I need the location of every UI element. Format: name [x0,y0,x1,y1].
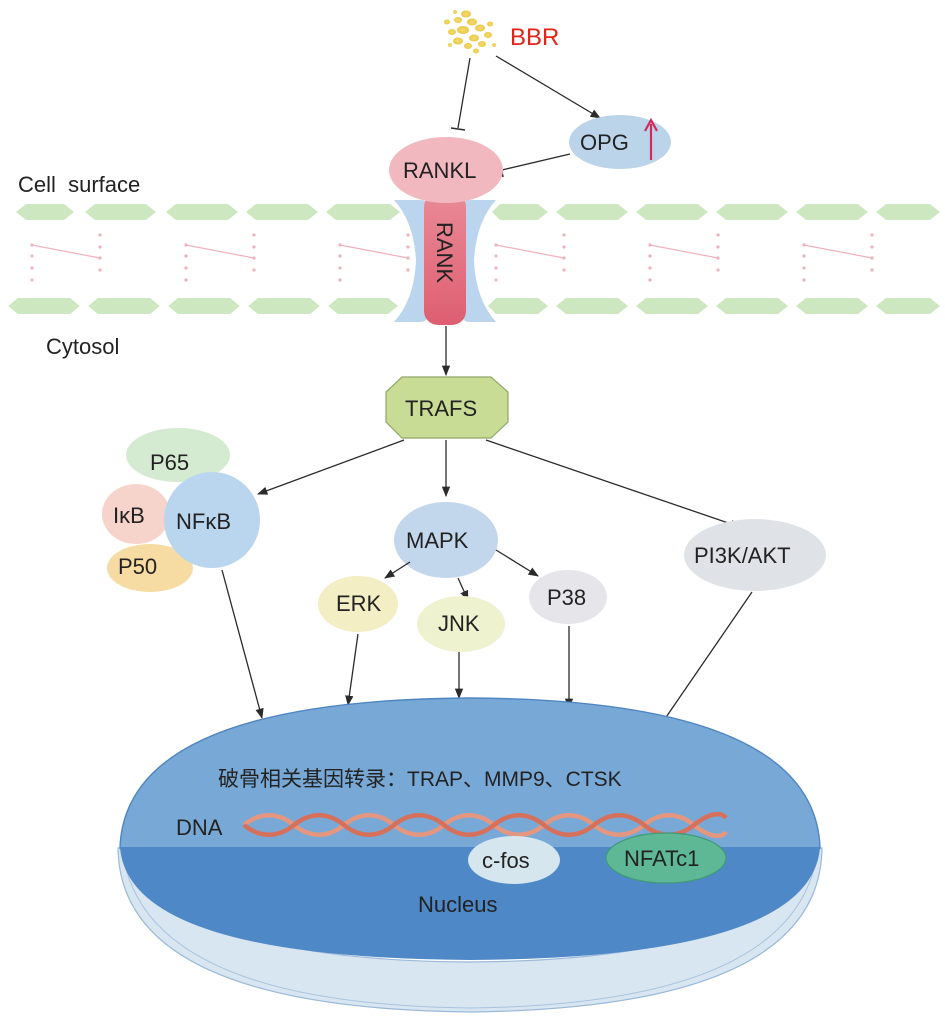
mapk-to-p38-edge [495,549,539,577]
pi3k-to-nucleus-edge [659,591,753,727]
nfkb-node [164,472,260,568]
mapk-to-erk-edge [384,561,411,579]
nucleus-outer-rim [121,847,819,1009]
nfkb-complex: P65 P50 IκB NFκB [102,428,260,592]
bbr-particles-icon [444,10,496,54]
p38-node: P38 [529,570,607,624]
rankl-label: RANKL [403,158,476,183]
p65-label: P65 [150,450,189,475]
cytosol-label: Cytosol [46,334,119,359]
nfatc1-label: NFATc1 [624,846,699,871]
p65-node [126,428,230,482]
rankl-node: RANKL [389,137,503,203]
bbr-activates-opg-edge [495,55,601,119]
opg-label: OPG [580,130,629,155]
jnk-node: JNK [417,596,505,652]
cell-surface-label: Cell surface [18,172,140,197]
nfkb-label: NFκB [176,509,231,534]
bbr-label: BBR [510,24,559,51]
jnk-label: JNK [438,611,480,636]
cfos-label: c-fos [482,848,530,873]
opg-inhibits-rankl-edge [501,153,571,171]
rank-label: RANK [432,222,457,283]
transcription-label: 破骨相关基因转录：TRAP、MMP9、CTSK [218,768,622,791]
pi3k-akt-label: PI3K/AKT [694,543,791,568]
trafs-node: TRAFS [385,376,509,439]
erk-node: ERK [318,576,398,632]
trafs-to-pi3k-edge [485,439,741,528]
mapk-label: MAPK [406,528,469,553]
pi3k-akt-node: PI3K/AKT [684,519,826,591]
erk-to-nucleus-edge [345,633,359,707]
bbr-inhibits-rankl-edge [457,57,471,129]
rank-holder-right [462,200,496,322]
rank-receptor: RANK [394,193,496,325]
cfos-node: c-fos [468,836,560,884]
p50-label: P50 [118,554,157,579]
upregulation-arrow-icon [644,117,658,160]
ikb-node [102,484,170,544]
erk-label: ERK [336,591,382,616]
trafs-label: TRAFS [405,396,477,421]
dna-label: DNA [176,815,223,840]
p50-node [107,544,193,592]
membrane-bottom-leaflet [8,298,940,314]
p38-label: P38 [547,585,586,610]
trafs-to-nfkb-edge [257,439,405,495]
membrane-top-leaflet [16,204,940,220]
nucleus-label: Nucleus [418,892,497,917]
mapk-node: MAPK [394,502,498,578]
nfkb-to-nucleus-edge [221,569,264,720]
rank-holder [394,200,428,322]
nucleus-upper-body [119,697,821,849]
inhibition-bar [450,127,466,131]
ikb-label: IκB [113,503,145,528]
opg-node: OPG [569,115,671,169]
cell-membrane [8,204,940,314]
nfatc1-node: NFATc1 [605,832,727,884]
membrane-interior-dots [30,233,874,282]
